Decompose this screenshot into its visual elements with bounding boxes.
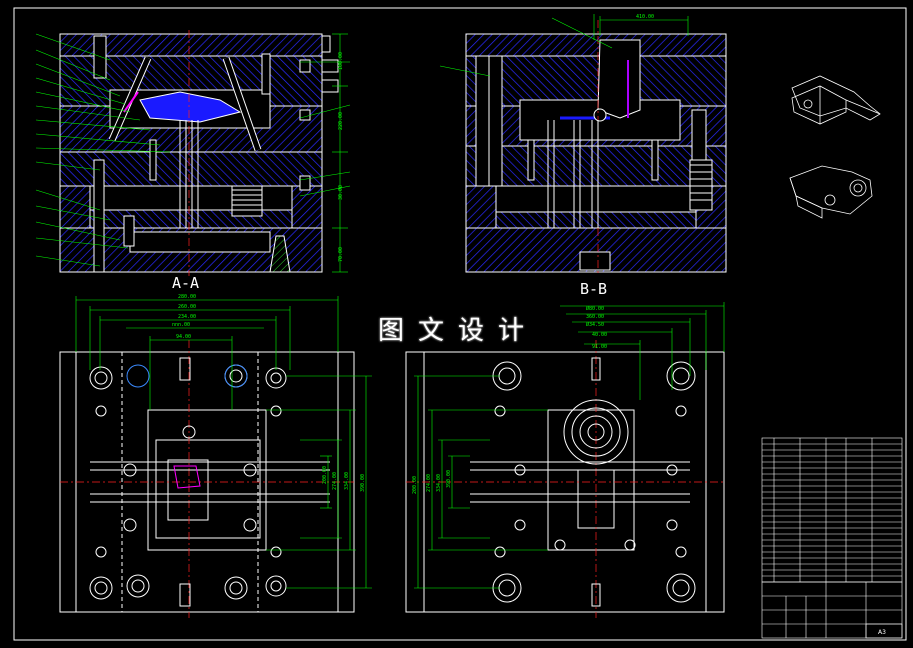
drawing-frame	[13, 7, 907, 641]
title-block	[761, 437, 903, 639]
dim-plan-left-rs-3: 390.00	[360, 474, 366, 492]
dim-top-b: 410.00	[636, 14, 654, 20]
dim-plan-right-0: Ø80.00	[586, 305, 604, 312]
svg-text:220.00: 220.00	[338, 112, 344, 130]
section-b-label: B-B	[580, 280, 608, 298]
dim-plan-right-ls-0: 200.00	[412, 476, 418, 494]
dim-plan-right-ls-2: 334.00	[436, 474, 442, 492]
dim-plan-right-4: 91.00	[592, 344, 607, 350]
drawing-number-cell	[865, 623, 903, 639]
dim-plan-left-rs-2: 334.00	[344, 472, 350, 490]
part-isometric-views	[789, 75, 881, 219]
svg-text:100.00: 100.00	[338, 52, 344, 70]
dim-plan-right-1: 360.00	[586, 314, 604, 320]
plan-view-right: Ø80.00 360.00 Ø34.50 40.00 91.00 200.00 …	[405, 302, 725, 618]
dim-plan-left-0: 280.00	[178, 294, 196, 300]
section-a-label: A-A	[172, 274, 200, 292]
dim-plan-left-4: 94.00	[176, 334, 191, 340]
dim-plan-left-rs-1: 274.00	[332, 472, 338, 490]
svg-text:70.00: 70.00	[338, 247, 344, 262]
svg-text:30.00: 30.00	[338, 185, 344, 200]
plan-view-left: 280.00 260.00 234.00 nnn.00 94.00 200.00…	[59, 294, 372, 618]
dim-plan-right-2: Ø34.50	[586, 321, 604, 328]
dim-plan-left-rs-0: 200.00	[322, 466, 328, 484]
dim-plan-right-3: 40.00	[592, 332, 607, 338]
watermark-text: 图文设计	[378, 316, 539, 346]
dim-plan-right-ls-3: 390.00	[446, 470, 452, 488]
dim-plan-left-3: nnn.00	[172, 322, 190, 328]
section-b-view: 410.00	[439, 14, 727, 276]
dim-plan-left-2: 234.00	[178, 314, 196, 320]
dim-plan-right-ls-1: 274.00	[426, 474, 432, 492]
dim-plan-left-1: 260.00	[178, 304, 196, 310]
section-a-view: 100.00 220.00 30.00 70.00	[35, 30, 351, 276]
drawing-number: A3	[878, 629, 886, 636]
